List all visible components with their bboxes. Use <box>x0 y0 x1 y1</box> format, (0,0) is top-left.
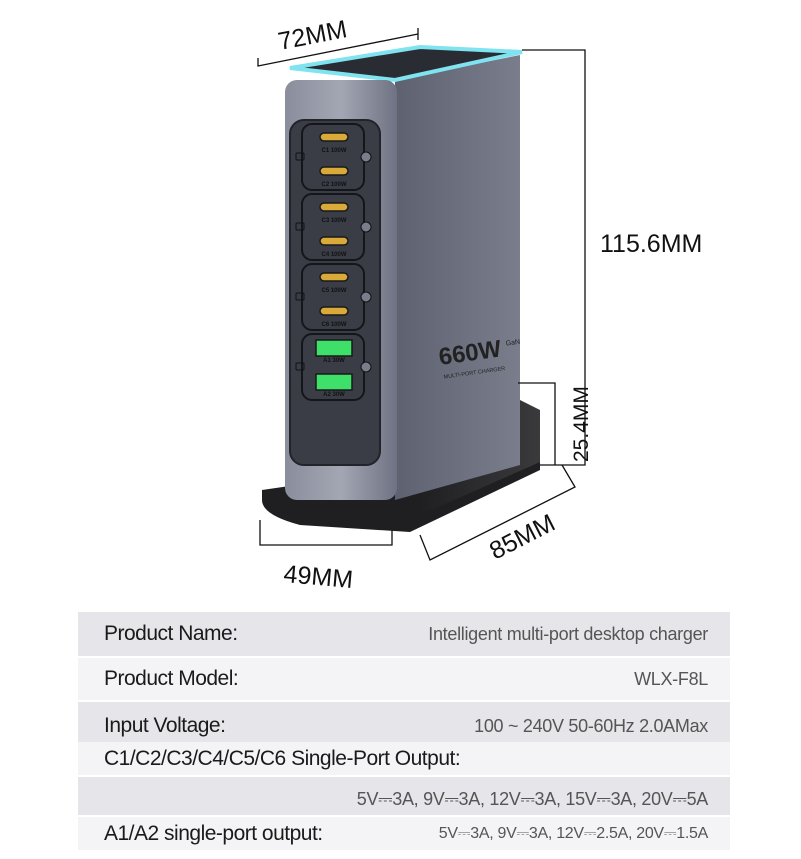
port-label: C4 100W <box>321 252 346 258</box>
dim-line-25mm <box>518 382 556 465</box>
dim-line-49mm <box>259 520 393 546</box>
spec-value: 5V⎓3A, 9V⎓3A, 12V⎓3A, 15V⎓3A, 20V⎓5A <box>356 788 709 809</box>
spec-row-input-voltage: Input Voltage: 100 ~ 240V 50-60Hz 2.0AMa… <box>78 702 730 742</box>
laptop-icon <box>295 292 305 301</box>
logo-gan: GaN <box>505 339 520 348</box>
spec-row-c-output-label: C1/C2/C3/C4/C5/C6 Single-Port Output: <box>78 742 730 775</box>
spec-label: Product Name: <box>104 622 238 645</box>
spec-value: 100 ~ 240V 50-60Hz 2.0AMax <box>474 715 708 736</box>
port-label: C5 100W <box>321 288 346 294</box>
usb-c-port[interactable] <box>319 202 349 212</box>
dim-49mm: 49MM <box>282 560 354 594</box>
charger-illustration: C1 100W C2 100W C3 100W C4 100W C5 100W C6 10… <box>257 15 702 594</box>
spec-label: C1/C2/C3/C4/C5/C6 Single-Port Output: <box>104 746 461 770</box>
usb-c-port[interactable] <box>319 306 349 316</box>
charger-side <box>395 55 520 500</box>
spec-row-a-output: A1/A2 single-port output: 5V⎓3A, 9V⎓3A, … <box>78 817 730 850</box>
spec-row-product-model: Product Model: WLX-F8L <box>78 658 730 700</box>
dim-line-85mm <box>419 464 576 561</box>
dim-115mm: 115.6MM <box>600 230 702 258</box>
charger-top <box>289 44 523 83</box>
spec-row-product-name: Product Name: Intelligent multi-port des… <box>78 612 730 656</box>
phone-icon <box>295 362 305 371</box>
spec-label: Input Voltage: <box>104 714 226 737</box>
port-panel <box>289 119 381 466</box>
spec-row-c-output-value: 5V⎓3A, 9V⎓3A, 12V⎓3A, 15V⎓3A, 20V⎓5A <box>78 777 730 815</box>
laptop-icon <box>295 222 305 231</box>
spec-value: Intelligent multi-port desktop charger <box>428 623 708 644</box>
pd-badge <box>360 151 372 163</box>
pd-badge <box>360 221 372 233</box>
dim-line-72mm <box>257 28 419 67</box>
spec-value: WLX-F8L <box>634 668 708 689</box>
dim-25mm: 25.4MM <box>570 386 593 462</box>
spec-label: A1/A2 single-port output: <box>104 821 323 845</box>
usb-c-port[interactable] <box>319 132 349 142</box>
port-label: A1 30W <box>323 358 345 364</box>
port-label: C6 100W <box>321 322 346 328</box>
usb-a-port[interactable] <box>315 339 353 357</box>
port-label: C2 100W <box>321 182 346 188</box>
port-label: C3 100W <box>321 218 346 224</box>
pd-badge <box>360 291 372 303</box>
laptop-icon <box>295 152 305 161</box>
port-label: A2 30W <box>323 392 345 398</box>
spec-label: Product Model: <box>104 667 239 690</box>
qc-badge <box>360 361 372 373</box>
spec-value: 5V⎓3A, 9V⎓3A, 12V⎓2.5A, 20V⎓1.5A <box>438 824 709 842</box>
usb-c-port[interactable] <box>319 236 349 246</box>
usb-c-port[interactable] <box>319 272 349 282</box>
dim-85mm: 85MM <box>485 509 560 565</box>
usb-a-port[interactable] <box>315 373 353 391</box>
port-label: C1 100W <box>321 148 346 154</box>
usb-c-port[interactable] <box>319 166 349 176</box>
